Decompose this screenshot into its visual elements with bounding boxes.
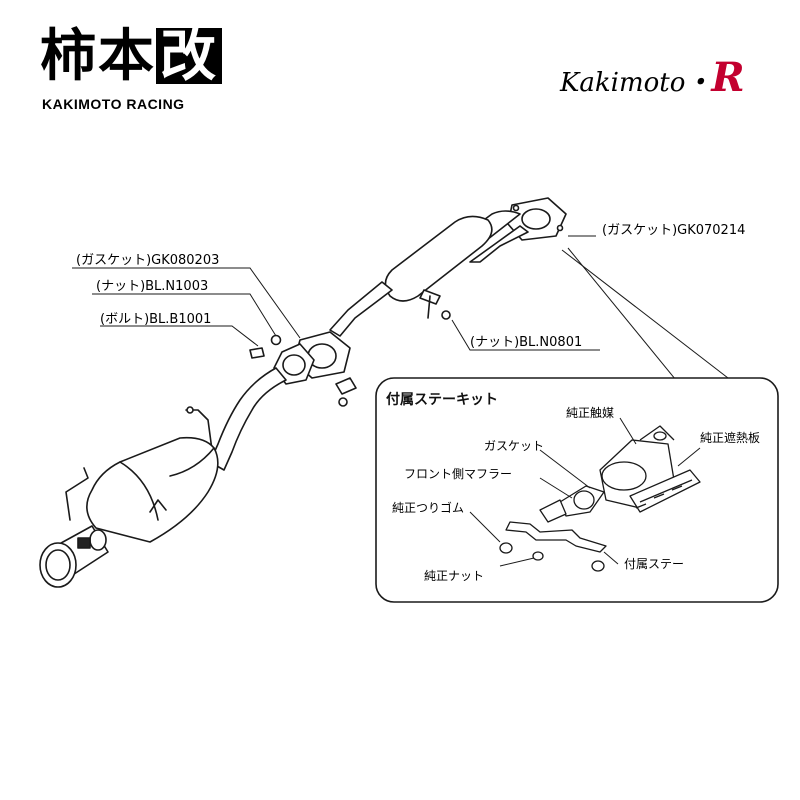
inset-label-nut: 純正ナット xyxy=(424,569,485,583)
inset-label-heat-shield: 純正遮熱板 xyxy=(700,431,761,445)
inset-label-gasket: ガスケット xyxy=(484,439,545,453)
resonator xyxy=(384,215,493,302)
mid-pipe xyxy=(329,281,393,337)
label-gasket-mid: (ガスケット)GK080203 xyxy=(76,253,220,268)
inset-label-catalyst: 純正触媒 xyxy=(566,406,615,420)
brand-english-text: KAKIMOTO RACING xyxy=(42,96,185,112)
rubber-icon xyxy=(499,542,513,554)
label-nut-hanger: (ナット)BL.N0801 xyxy=(470,335,583,350)
kakimoto-r-letter: R xyxy=(711,54,745,101)
nut-icon xyxy=(532,551,544,561)
stay-illustration xyxy=(505,521,607,553)
main-muffler xyxy=(86,436,219,543)
label-bolt-mid: (ボルト)BL.B1001 xyxy=(100,312,212,327)
inset-label-front-muffler: フロント側マフラー xyxy=(404,467,513,481)
center-flange xyxy=(273,331,351,385)
label-nut-mid: (ナット)BL.N1003 xyxy=(96,279,209,294)
brand-kanji-text: 柿本 xyxy=(40,23,156,89)
inset-label-stay: 付属ステー xyxy=(624,557,685,571)
kakimoto-r-separator: ・ xyxy=(685,68,712,98)
kakimoto-r-logo: Kakimoto・R xyxy=(560,54,745,101)
kakimoto-r-script: Kakimoto xyxy=(560,68,686,98)
front-pipe xyxy=(469,225,529,263)
label-gasket-front: (ガスケット)GK070214 xyxy=(602,223,746,238)
tail-pipe xyxy=(39,525,109,588)
over-axle-pipe xyxy=(209,367,287,471)
brand-kanji-boxed: 改 xyxy=(156,28,222,84)
brand-kanji-logo: 柿本改 xyxy=(40,28,222,84)
inset-title: 付属ステーキット xyxy=(386,392,498,408)
inset-panel xyxy=(375,377,779,603)
inset-label-rubber: 純正つりゴム xyxy=(392,501,465,515)
